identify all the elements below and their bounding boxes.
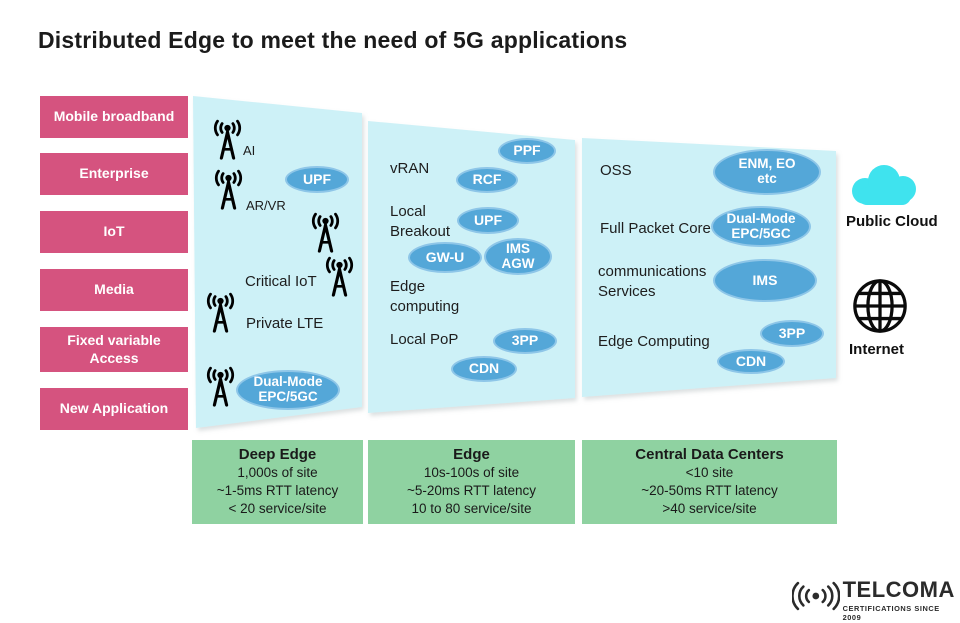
telcoma-logo: TELCOMA CERTIFICATIONS SINCE 2009 — [792, 576, 960, 622]
antenna-icon — [213, 119, 242, 160]
internet-label: Internet — [849, 341, 905, 358]
tier-line: >40 service/site — [662, 501, 757, 517]
cloud-icon — [852, 165, 916, 205]
label-full-packet-core: Full Packet Core — [600, 220, 711, 237]
bubble-upf-edge: UPF — [457, 207, 519, 234]
sidebar-item-media: Media — [40, 269, 188, 311]
bubble-3pp-edge: 3PP — [493, 328, 557, 354]
logo-tagline: CERTIFICATIONS SINCE 2009 — [842, 604, 940, 622]
sidebar-item-iot: IoT — [40, 211, 188, 253]
label-vran: vRAN — [390, 160, 430, 177]
tier-box-central-data-centers: Central Data Centers <10 site ~20-50ms R… — [582, 440, 837, 524]
logo-brand: TELCOMA — [842, 577, 955, 602]
label-ai: AI — [243, 143, 256, 158]
label-edge-computing: Edge computing — [390, 278, 460, 315]
label-local-pop: Local PoP — [390, 331, 459, 348]
tier-line: 1,000s of site — [237, 464, 318, 480]
label-private-lte: Private LTE — [246, 315, 324, 332]
label-communications-services: communications Services — [598, 263, 707, 300]
tier-line: < 20 service/site — [228, 501, 327, 517]
bubble-cdn-edge: CDN — [451, 356, 517, 382]
tier-line: ~20-50ms RTT latency — [641, 482, 778, 498]
internet-globe-icon — [853, 279, 907, 333]
bubble-dual-mode-deep: Dual-Mode EPC/5GC — [236, 370, 340, 410]
tier-title: Central Data Centers — [635, 445, 784, 463]
bubble-dual-mode-central: Dual-Mode EPC/5GC — [711, 206, 811, 247]
sidebar-item-fixed-variable-access: Fixed variable Access — [40, 327, 188, 372]
tier-line: ~5-20ms RTT latency — [407, 482, 536, 498]
bubble-ims-agw: IMS AGW — [484, 238, 552, 275]
label-arvr: AR/VR — [246, 198, 286, 213]
antenna-icon — [206, 292, 235, 333]
bubble-rcf: RCF — [456, 167, 518, 193]
antenna-icon — [311, 212, 340, 253]
label-critical-iot: Critical IoT — [245, 273, 317, 290]
page-title: Distributed Edge to meet the need of 5G … — [38, 27, 628, 53]
tier-line: ~1-5ms RTT latency — [216, 482, 339, 498]
tier-title: Deep Edge — [238, 445, 317, 463]
tier-line: <10 site — [685, 464, 734, 480]
signal-waves-icon — [792, 581, 840, 611]
tier-box-deep-edge: Deep Edge 1,000s of site ~1-5ms RTT late… — [192, 440, 363, 524]
antenna-icon — [325, 256, 354, 297]
label-edge-computing-central: Edge Computing — [598, 333, 710, 350]
bubble-enm-eo: ENM, EO etc — [713, 149, 821, 195]
bubble-3pp-central: 3PP — [760, 320, 824, 347]
sidebar-item-enterprise: Enterprise — [40, 153, 188, 195]
antenna-icon — [206, 366, 235, 407]
public-cloud-label: Public Cloud — [846, 213, 938, 230]
label-local-breakout: Local Breakout — [390, 203, 451, 240]
tier-line: 10 to 80 service/site — [411, 501, 532, 517]
tier-line: 10s-100s of site — [423, 464, 520, 480]
bubble-ims: IMS — [713, 259, 817, 302]
sidebar-item-mobile-broadband: Mobile broadband — [40, 96, 188, 138]
bubble-gw-u: GW-U — [408, 242, 482, 273]
bubble-ppf: PPF — [498, 138, 556, 164]
tier-title: Edge — [453, 445, 490, 463]
bubble-cdn-central: CDN — [717, 349, 785, 374]
sidebar-item-new-application: New Application — [40, 388, 188, 430]
label-oss: OSS — [600, 162, 632, 179]
antenna-icon — [214, 169, 243, 210]
tier-box-edge: Edge 10s-100s of site ~5-20ms RTT latenc… — [368, 440, 575, 524]
bubble-upf-deep: UPF — [285, 166, 349, 193]
